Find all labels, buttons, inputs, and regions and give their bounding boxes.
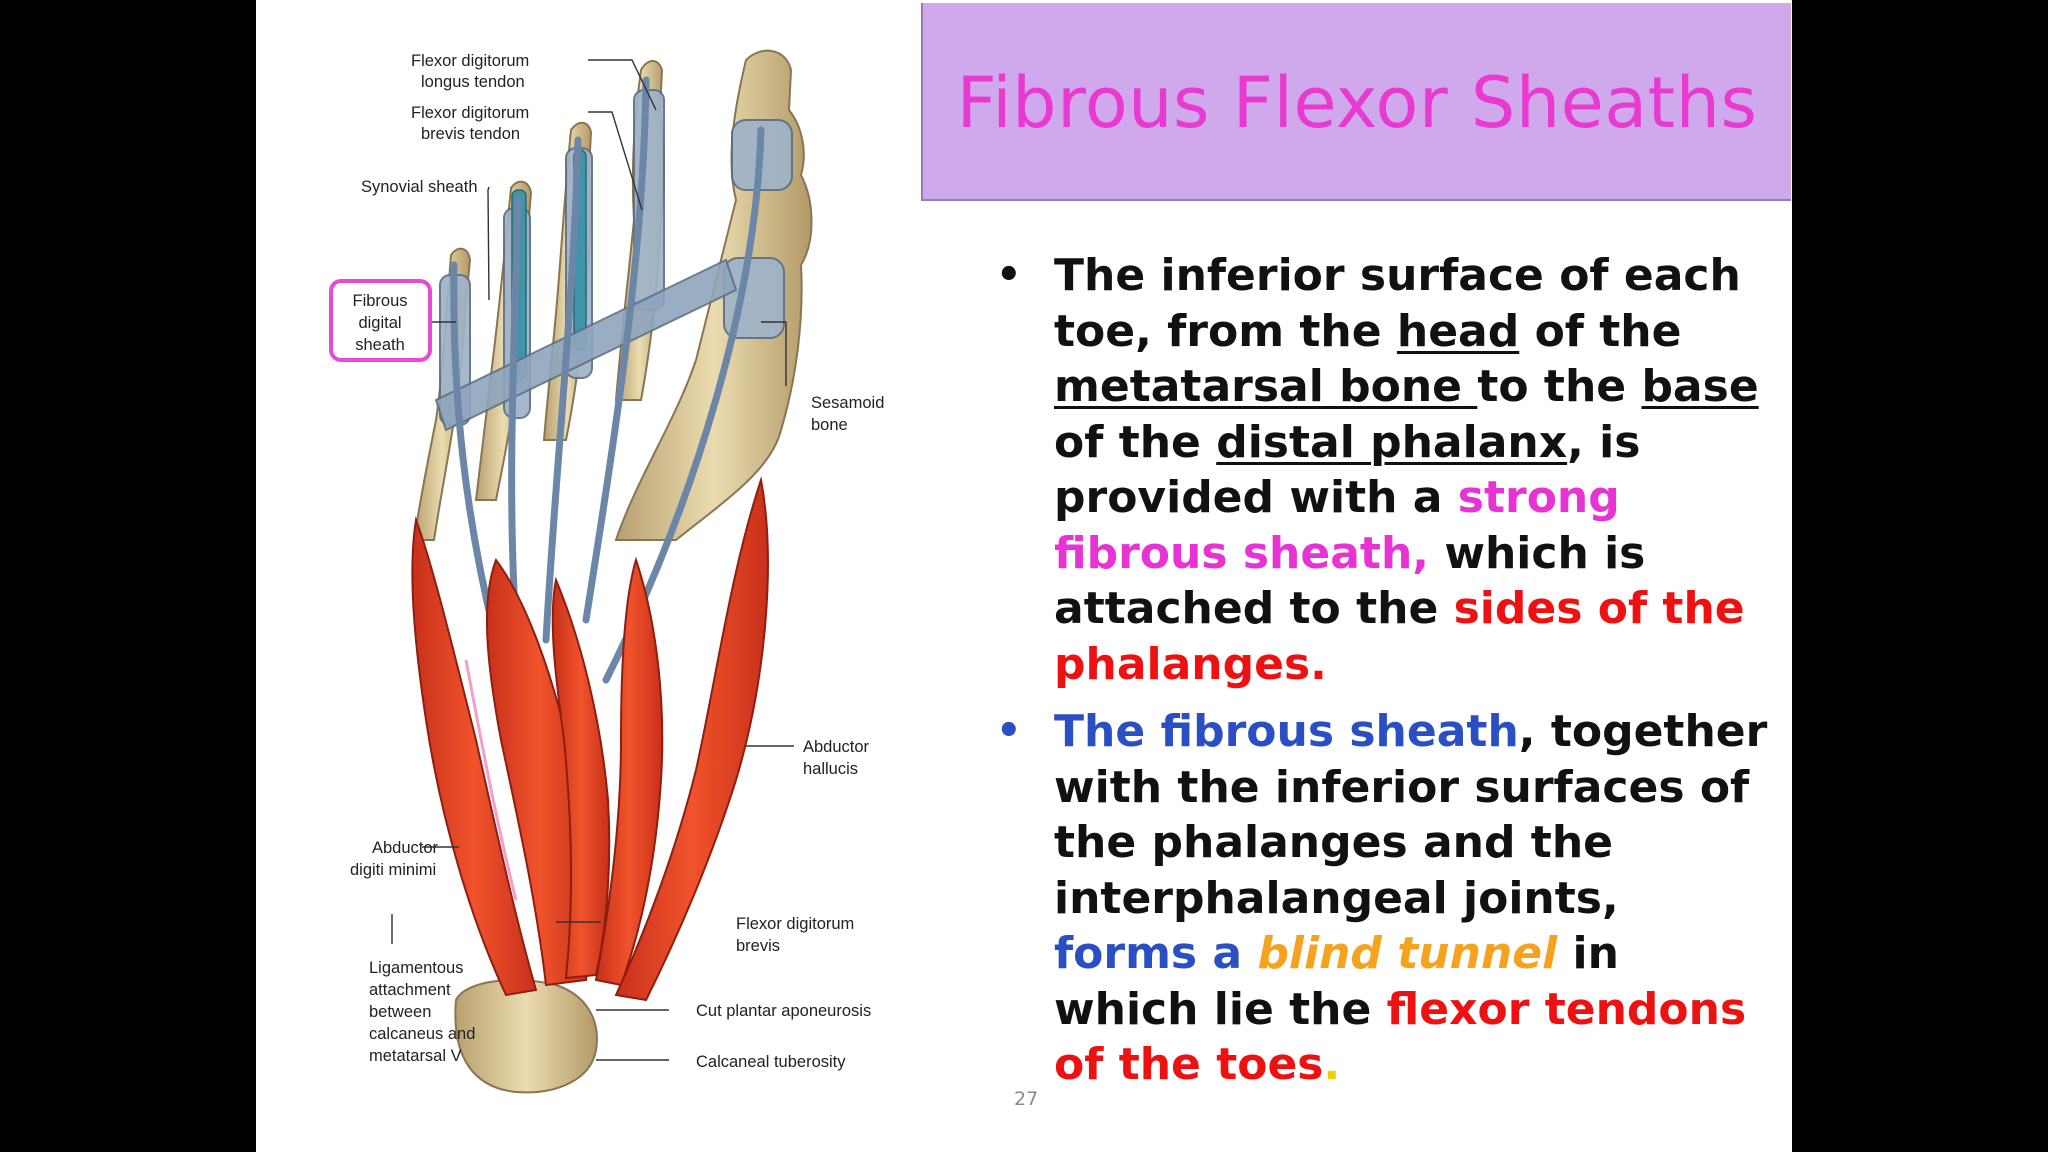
bullet-dot: • [996,708,1022,754]
term-base: base [1641,361,1759,412]
page-number: 27 [1014,1088,1039,1110]
bullet-2-text: , together with the inferior surfaces of… [1054,706,1768,924]
label-ligamentous-line4: calcaneus and [369,1025,475,1043]
label-fdb-tendon-line1: Flexor digitorum [411,104,529,122]
label-fdb-muscle-line1: Flexor digitorum [736,915,854,933]
label-calcaneal-tuberosity: Calcaneal tuberosity [696,1053,846,1071]
label-cut-plantar-aponeurosis: Cut plantar aponeurosis [696,1002,871,1020]
fibrous-digital-sheath-highlight-box [329,279,432,362]
label-abductor-hallucis-line1: Abductor [803,738,870,756]
calcaneus [454,979,598,1094]
label-fdl-line2: longus tendon [421,73,525,91]
term-head: head [1396,305,1520,357]
label-ligamentous-line3: between [369,1003,431,1021]
bullet-1-text: of the [1054,416,1217,468]
tendon-toe-2 [582,76,650,624]
label-fibrous-line3: sheath [355,336,405,354]
label-ligamentous-line5: metatarsal V [369,1047,462,1065]
label-fibrous-line1: Fibrous [352,292,407,310]
bullet-2-text: in which lie the [1054,928,1619,1035]
leader-lines [391,59,794,1061]
label-fibrous-line2: digital [358,314,401,332]
term-metatarsal-bone: metatarsal bone [1054,361,1478,412]
label-sesamoid-line1: Sesamoid [811,394,884,412]
highlight-forms-a: forms a [1054,928,1258,979]
flexor-digitorum-brevis-muscle-medial [594,556,664,987]
term-distal-phalanx: distal phalanx [1216,416,1568,468]
bullet-1-text: to the [1477,361,1642,412]
bullet-item-2: • The fibrous sheath, together with the … [996,704,1776,1093]
label-abductor-digiti-line2: digiti minimi [350,861,436,879]
slide-title: Fibrous Flexor Sheaths [956,62,1758,144]
bullet-1-text: which is attached to the [1054,527,1646,635]
highlight-sides-of-phalanges: sides of the phalanges. [1054,583,1745,690]
bullet-2-period: . [1323,1039,1341,1090]
highlight-the-fibrous-sheath: The fibrous sheath [1054,706,1519,757]
bullet-1-text: of the [1519,305,1682,357]
figure-labels: Flexor digitorum longus tendon Flexor di… [329,52,884,1071]
label-fdl-line1: Flexor digitorum [411,52,529,70]
bullet-dot: • [996,252,1022,298]
highlight-flexor-tendons: flexor tendons of the toes [1054,983,1747,1091]
title-banner: Fibrous Flexor Sheaths [921,3,1791,201]
highlight-blind-tunnel: blind tunnel [1257,928,1558,979]
ligamentous-attachment-line [464,659,518,901]
tendon-toe-5 [450,261,500,644]
label-ligamentous-line1: Ligamentous [369,959,463,977]
tendon-toe-3 [542,136,582,644]
abductor-hallucis-muscle [614,476,769,1002]
slide: Flexor digitorum longus tendon Flexor di… [256,0,1792,1152]
bullet-1-text: , is provided with a [1054,416,1641,524]
bullet-1-text: The inferior surface of each toe, from t… [1054,250,1741,357]
foot-anatomy-figure: Flexor digitorum longus tendon Flexor di… [329,49,884,1094]
highlight-strong-fibrous-sheath: strong fibrous sheath, [1054,472,1620,579]
bullet-list: • The inferior surface of each toe, from… [996,248,1776,1105]
label-synovial-sheath: Synovial sheath [361,178,478,196]
plantar-muscles [411,476,769,1002]
label-abductor-hallucis-line2: hallucis [803,760,858,778]
flexor-digitorum-brevis-muscle-lateral [485,557,592,987]
label-abductor-digiti-line1: Abductor [372,839,439,857]
label-fdb-tendon-line2: brevis tendon [421,125,520,143]
bullet-item-1: • The inferior surface of each toe, from… [996,248,1776,692]
abductor-digiti-minimi-muscle [411,516,538,997]
label-ligamentous-line2: attachment [369,981,451,999]
label-sesamoid-line2: bone [811,416,848,434]
label-fdb-muscle-line2: brevis [736,937,780,955]
